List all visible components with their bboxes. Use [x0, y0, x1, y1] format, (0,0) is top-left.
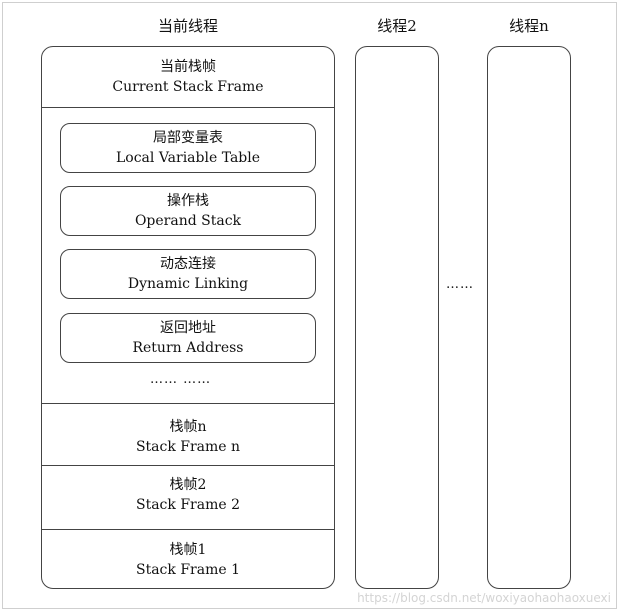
stack-frame-n-zh: 栈帧n: [169, 419, 207, 435]
stack-frame-1-zh: 栈帧1: [169, 542, 207, 558]
dynamic-linking-box: 动态连接 Dynamic Linking: [60, 249, 316, 299]
current-thread-title: 当前线程: [157, 17, 218, 35]
operand-stack-box: 操作栈 Operand Stack: [60, 186, 316, 236]
stack-frame-n-label: 栈帧n Stack Frame n: [41, 417, 335, 457]
stack-frame-2-zh: 栈帧2: [169, 477, 207, 493]
divider: [41, 529, 335, 530]
thread-2-stack: [355, 46, 439, 589]
current-stack-frame-label: 当前栈帧 Current Stack Frame: [41, 57, 335, 97]
thread-n-title: 线程n: [509, 17, 549, 35]
local-variable-table-zh: 局部变量表: [153, 130, 223, 146]
local-variable-table-en: Local Variable Table: [115, 150, 261, 166]
dynamic-linking-zh: 动态连接: [160, 256, 216, 272]
stack-frame-2-en: Stack Frame 2: [135, 497, 240, 513]
divider: [41, 465, 335, 466]
operand-stack-en: Operand Stack: [134, 213, 242, 229]
threads-ellipsis: ……: [446, 277, 474, 292]
stack-frame-1-label: 栈帧1 Stack Frame 1: [41, 540, 335, 580]
stack-frame-n-en: Stack Frame n: [135, 439, 241, 455]
watermark-url: https://blog.csdn.net/woxiyaohaohaoxuexi: [357, 591, 611, 605]
local-variable-table-box: 局部变量表 Local Variable Table: [60, 123, 316, 173]
thread-2-title: 线程2: [377, 17, 417, 35]
stack-frame-1-en: Stack Frame 1: [135, 562, 240, 578]
divider: [41, 107, 335, 108]
operand-stack-zh: 操作栈: [167, 193, 209, 209]
divider: [41, 403, 335, 404]
thread-n-stack: [487, 46, 571, 589]
return-address-box: 返回地址 Return Address: [60, 313, 316, 363]
current-stack-frame-zh: 当前栈帧: [160, 59, 216, 75]
current-stack-frame-en: Current Stack Frame: [112, 79, 264, 95]
frame-ellipsis: …… ……: [150, 372, 212, 387]
return-address-zh: 返回地址: [160, 320, 216, 336]
return-address-en: Return Address: [132, 340, 244, 356]
dynamic-linking-en: Dynamic Linking: [127, 276, 249, 292]
stack-frame-2-label: 栈帧2 Stack Frame 2: [41, 475, 335, 515]
